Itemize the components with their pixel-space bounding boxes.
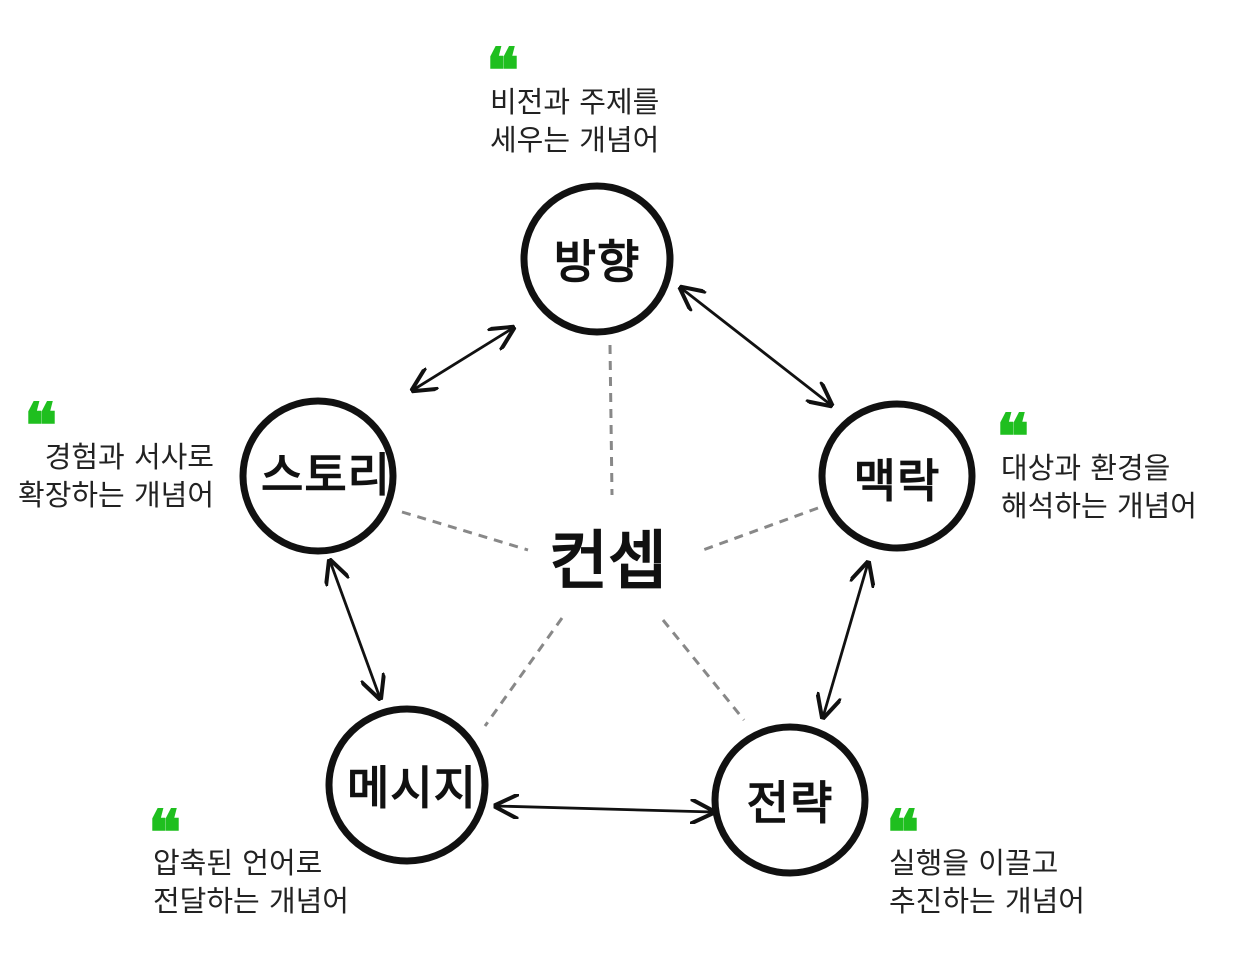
dashed-line-message: [483, 617, 564, 727]
center-label: 컨셉: [549, 525, 667, 599]
node-story: 스토리: [241, 398, 411, 546]
arrow-direction-story: [413, 328, 513, 390]
node-direction: 방향: [523, 185, 671, 333]
dashed-line-strategy: [661, 619, 746, 721]
desc-message-line-2: 전달하는 개념어: [153, 884, 349, 918]
desc-story-line-2: 확장하는 개념어: [18, 478, 214, 512]
desc-message-line-1: 압축된 언어로: [153, 846, 323, 880]
node-label-story: 스토리: [261, 448, 391, 502]
desc-direction-line-1: 비전과 주제를: [490, 85, 660, 119]
quote-icon-message: ❝: [148, 796, 182, 869]
quote-icon-strategy: ❝: [886, 796, 920, 869]
circle-story: [239, 397, 397, 555]
node-context: 맥락: [823, 404, 971, 552]
desc-strategy: 실행을 이끌고 추진하는 개념어: [889, 844, 1085, 920]
dashed-line-story: [401, 510, 529, 552]
desc-context-line-2: 해석하는 개념어: [1001, 489, 1197, 523]
desc-message: 압축된 언어로 전달하는 개념어: [153, 844, 349, 920]
desc-direction-line-2: 세우는 개념어: [490, 123, 660, 157]
circle-direction: [520, 182, 674, 336]
desc-context-line-1: 대상과 환경을: [1001, 451, 1171, 485]
arrow-story-message: [330, 561, 380, 698]
node-label-message: 메시지: [347, 761, 477, 815]
circle-strategy: [711, 723, 869, 877]
dashed-line-context: [702, 506, 819, 552]
desc-strategy-line-1: 실행을 이끌고: [889, 846, 1059, 880]
quote-icon-context: ❝: [996, 400, 1030, 473]
desc-story: 경험과 서사로 확장하는 개념어: [6, 438, 214, 514]
desc-context: 대상과 환경을 해석하는 개념어: [1001, 449, 1197, 525]
desc-direction: 비전과 주제를 세우는 개념어: [490, 83, 659, 159]
desc-story-line-1: 경험과 서사로: [44, 440, 214, 474]
arrow-direction-context: [681, 288, 831, 405]
node-strategy: 전략: [716, 726, 864, 874]
circle-context: [818, 400, 976, 552]
circle-message: [325, 705, 489, 865]
node-label-strategy: 전략: [746, 776, 834, 830]
quote-icon-story: ❝: [24, 389, 58, 462]
desc-strategy-line-2: 추진하는 개념어: [889, 884, 1085, 918]
arrow-context-strategy: [823, 563, 868, 717]
node-message: 메시지: [322, 711, 502, 859]
arrow-message-strategy: [496, 806, 713, 812]
node-label-direction: 방향: [553, 235, 641, 289]
dashed-line-direction: [608, 344, 614, 496]
quote-icon-direction: ❝: [486, 34, 520, 107]
node-label-context: 맥락: [853, 454, 941, 508]
